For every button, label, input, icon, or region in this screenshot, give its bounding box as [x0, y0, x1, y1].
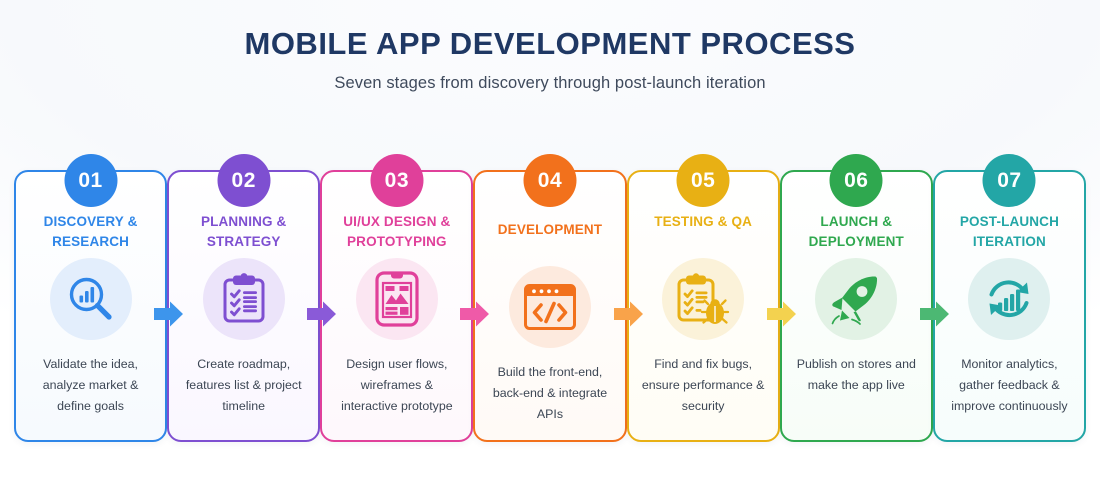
clipboard-bug-icon	[662, 258, 745, 340]
process-step-04: 04 DEVELOPMENT Build the front-end, back…	[473, 152, 643, 442]
page-subtitle: Seven stages from discovery through post…	[334, 74, 766, 92]
step-title: DEVELOPMENT	[497, 222, 603, 237]
process-step-07: 07 POST-LAUNCH ITERATION Monitor analyti…	[932, 152, 1086, 442]
magnifier-chart-icon	[49, 258, 132, 340]
page-title: MOBILE APP DEVELOPMENT PROCESS	[244, 26, 856, 61]
step-title: TESTING & QA	[654, 214, 753, 229]
flow-arrow-icon	[919, 300, 950, 328]
step-description: Create roadmap, features list & project …	[185, 357, 302, 413]
refresh-chart-icon	[968, 258, 1051, 340]
step-description: Build the front-end, back-end & integrat…	[492, 365, 608, 421]
step-title: UI/UX DESIGN & PROTOTYPING	[343, 214, 451, 249]
process-step-05: 05 TESTING & QA	[626, 152, 796, 442]
step-number-badge: 07	[982, 154, 1036, 207]
step-number-badge: 02	[217, 154, 271, 207]
step-card[interactable]: 04 DEVELOPMENT Build the front-end, back…	[473, 154, 627, 442]
page-header: MOBILE APP DEVELOPMENT PROCESS Seven sta…	[0, 0, 1100, 93]
rocket-icon	[815, 258, 898, 340]
process-flow: 01 DISCOVERY & RESEARCH Validate the ide…	[14, 152, 1086, 442]
process-step-02: 02 PLANNING & STRATEGY	[167, 152, 337, 442]
step-card[interactable]: 05 TESTING & QA	[626, 154, 780, 442]
step-number-badge: 03	[370, 154, 424, 207]
step-title: DISCOVERY & RESEARCH	[43, 214, 138, 249]
flow-arrow-icon	[613, 300, 644, 328]
step-title: LAUNCH & DEPLOYMENT	[808, 214, 904, 249]
step-description: Design user flows, wireframes & interact…	[341, 357, 453, 413]
step-number-badge: 01	[64, 154, 118, 207]
step-number-badge: 04	[523, 154, 577, 207]
step-card[interactable]: 03 UI/UX DESIGN & PROTOTYPING Design use…	[320, 154, 474, 442]
process-step-03: 03 UI/UX DESIGN & PROTOTYPING Design use…	[320, 152, 490, 442]
clipboard-check-icon	[202, 258, 285, 340]
step-title: POST-LAUNCH ITERATION	[959, 214, 1059, 249]
code-window-icon	[508, 266, 591, 348]
step-number-badge: 05	[676, 154, 730, 207]
flow-arrow-icon	[460, 300, 490, 328]
step-card[interactable]: 01 DISCOVERY & RESEARCH Validate the ide…	[14, 154, 168, 442]
step-card[interactable]: 02 PLANNING & STRATEGY	[167, 154, 321, 442]
step-card[interactable]: 06 LAUNCH & DEPLOYMENT Publish on stores…	[779, 154, 933, 442]
step-title: PLANNING & STRATEGY	[200, 214, 287, 249]
flow-arrow-icon	[307, 300, 337, 328]
step-description: Publish on stores and make the app live	[796, 357, 916, 392]
step-description: Find and fix bugs, ensure performance & …	[641, 357, 765, 413]
flow-arrow-icon	[154, 300, 184, 328]
flow-arrow-icon	[766, 300, 797, 328]
phone-wireframe-icon	[355, 258, 438, 340]
process-step-06: 06 LAUNCH & DEPLOYMENT Publish on stores…	[779, 152, 949, 442]
step-number-badge: 06	[829, 154, 883, 207]
step-description: Validate the idea, analyze market & defi…	[42, 357, 139, 413]
step-description: Monitor analytics, gather feedback & imp…	[951, 357, 1068, 413]
step-card[interactable]: 07 POST-LAUNCH ITERATION Monitor analyti…	[932, 154, 1086, 442]
process-step-01: 01 DISCOVERY & RESEARCH Validate the ide…	[14, 152, 184, 442]
